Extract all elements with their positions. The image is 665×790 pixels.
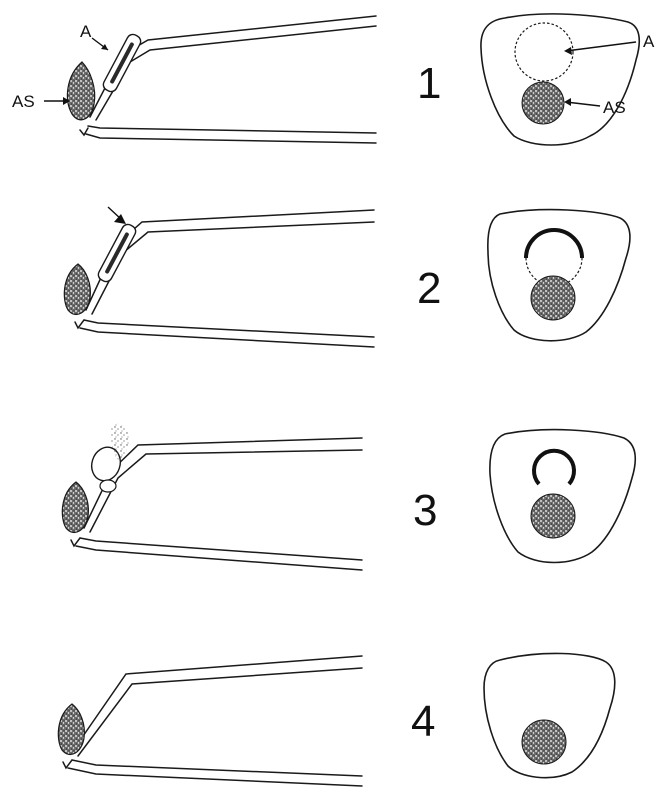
stage-2-sperm-side-view <box>64 210 374 347</box>
stage-1-label-acrosome: A <box>80 22 92 41</box>
stage-1: A AS 1 A AS <box>12 14 655 145</box>
stage-1-sperm-cross-section <box>481 14 639 145</box>
stage-2-breakage-arrow <box>108 207 126 224</box>
stage-1-acrosome-spot-cross-section <box>522 82 564 124</box>
stage-2-number: 2 <box>417 264 441 313</box>
stage-4-number: 4 <box>411 697 435 746</box>
stage-3-acrosome-spot-side <box>62 482 88 532</box>
stage-4: 4 <box>58 653 614 786</box>
stage-1-callout-acrosome: A <box>80 22 108 50</box>
stage-1-callout-acrosome-spot: AS <box>12 92 70 111</box>
stage-2: 2 <box>64 207 630 347</box>
stage-1-number: 1 <box>417 59 441 108</box>
stage-3: 3 <box>62 423 635 570</box>
stage-1-acrosome-spot-side <box>67 62 94 120</box>
stage-1-label-acrosome-spot-right: AS <box>603 98 626 117</box>
stage-2-acrosome <box>96 222 137 283</box>
stage-4-sperm-side-view <box>58 656 362 786</box>
stage-3-number: 3 <box>413 486 437 535</box>
stage-2-acrosome-spot-cross-section <box>531 276 575 320</box>
stage-4-acrosome-spot-side <box>58 704 84 754</box>
stage-4-sperm-cross-section <box>484 653 615 777</box>
stage-1-label-acrosome-right: A <box>643 32 655 51</box>
stage-1-label-acrosome-spot: AS <box>12 92 35 111</box>
stage-2-acrosome-spot-side <box>64 264 90 314</box>
stage-1-sperm-side-view <box>67 16 376 143</box>
stage-3-sperm-cross-section <box>490 430 635 563</box>
stage-3-sperm-side-view <box>62 423 362 570</box>
stage-2-sperm-cross-section <box>488 210 630 341</box>
stage-3-acrosome-spot-cross-section <box>531 494 575 538</box>
stage-1-acrosome <box>101 32 142 93</box>
stage-4-acrosome-spot-cross-section <box>522 720 566 764</box>
